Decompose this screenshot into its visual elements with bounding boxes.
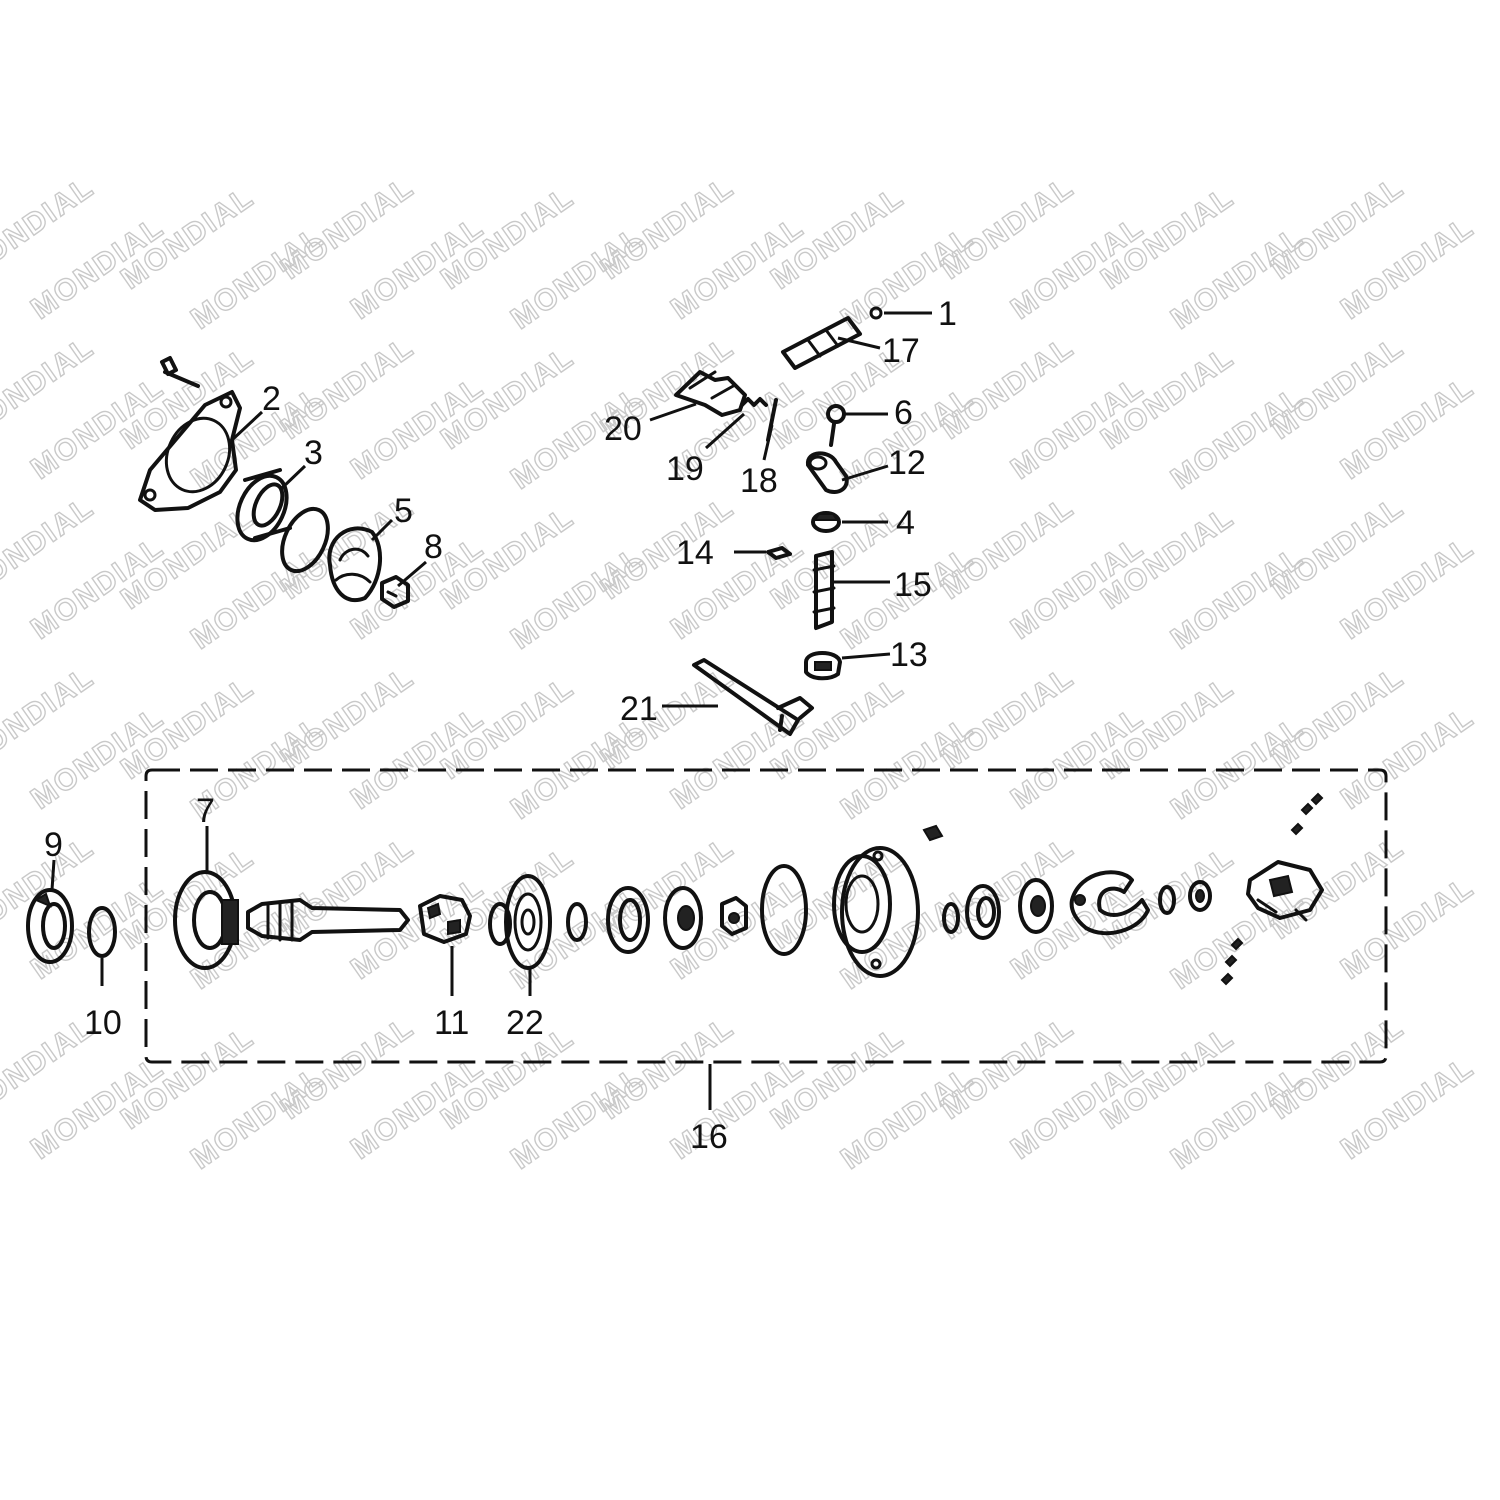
part-nut-8 xyxy=(380,575,410,609)
assembly-frame-16 xyxy=(144,768,1388,1110)
callout-1: 1 xyxy=(938,295,957,333)
part-bearing-d xyxy=(1018,878,1054,934)
part-bearing-b xyxy=(663,886,703,950)
callout-8: 8 xyxy=(424,528,443,566)
part-clip-10 xyxy=(87,906,117,958)
part-guide-15 xyxy=(812,550,836,630)
part-shift-lever-20 xyxy=(674,370,747,417)
callout-13: 13 xyxy=(890,636,928,674)
callout-7: 7 xyxy=(196,792,215,830)
callout-6: 6 xyxy=(894,394,913,432)
part-oring-small xyxy=(566,902,588,942)
callout-16: 16 xyxy=(690,1118,728,1156)
callout-22: 22 xyxy=(506,1004,544,1042)
part-pin-1 xyxy=(869,306,883,320)
callout-2: 2 xyxy=(262,380,281,418)
part-collar-13 xyxy=(804,651,842,681)
callout-3: 3 xyxy=(304,434,323,472)
callout-labels: 1 2 3 4 5 6 7 8 9 10 11 12 13 14 15 16 1… xyxy=(44,295,957,1156)
part-arm-12 xyxy=(806,451,849,495)
part-cover-5 xyxy=(327,526,383,602)
part-screw-14 xyxy=(766,546,792,560)
callout-20: 20 xyxy=(604,410,642,448)
part-shoe xyxy=(1069,870,1150,936)
callout-18: 18 xyxy=(740,462,778,500)
part-bolt-2 xyxy=(160,356,200,388)
part-housing xyxy=(832,846,920,978)
part-cam xyxy=(1246,860,1324,922)
callout-15: 15 xyxy=(894,566,932,604)
part-washer-4 xyxy=(811,511,841,533)
callout-4: 4 xyxy=(896,504,915,542)
part-flange-7 xyxy=(173,870,239,970)
callout-19: 19 xyxy=(666,450,704,488)
part-nut-a xyxy=(720,896,748,936)
watermark-layer: MONDIALMONDIALMONDIALMONDIALMONDIALMONDI… xyxy=(0,170,1481,1177)
callout-11: 11 xyxy=(434,1004,469,1042)
part-gear-11 xyxy=(418,894,472,944)
part-oring-3 xyxy=(280,506,330,574)
part-bearing-3 xyxy=(235,468,292,543)
callout-17: 17 xyxy=(882,332,920,370)
leader-lines xyxy=(50,311,932,996)
part-seal-9 xyxy=(26,888,74,964)
part-small-clips xyxy=(1220,792,1324,986)
part-bearing-a xyxy=(606,886,650,954)
callout-9: 9 xyxy=(44,826,63,864)
part-spacer-a xyxy=(1158,885,1176,915)
callout-5: 5 xyxy=(394,492,413,530)
part-main-shaft xyxy=(246,898,410,942)
callout-10: 10 xyxy=(84,1004,122,1042)
part-shaft-17 xyxy=(781,316,862,370)
part-spring-19 xyxy=(740,397,768,407)
part-bearing-c xyxy=(965,884,1001,940)
callout-12: 12 xyxy=(888,444,926,482)
callout-21: 21 xyxy=(620,690,658,728)
part-gasket-ring xyxy=(760,864,808,956)
part-hub-22 xyxy=(488,874,552,970)
callout-14: 14 xyxy=(676,534,714,572)
part-spacer-b xyxy=(1188,880,1212,912)
part-bolt-b xyxy=(922,824,944,842)
part-shift-rod-21 xyxy=(692,658,814,736)
part-oring-b xyxy=(942,902,960,934)
